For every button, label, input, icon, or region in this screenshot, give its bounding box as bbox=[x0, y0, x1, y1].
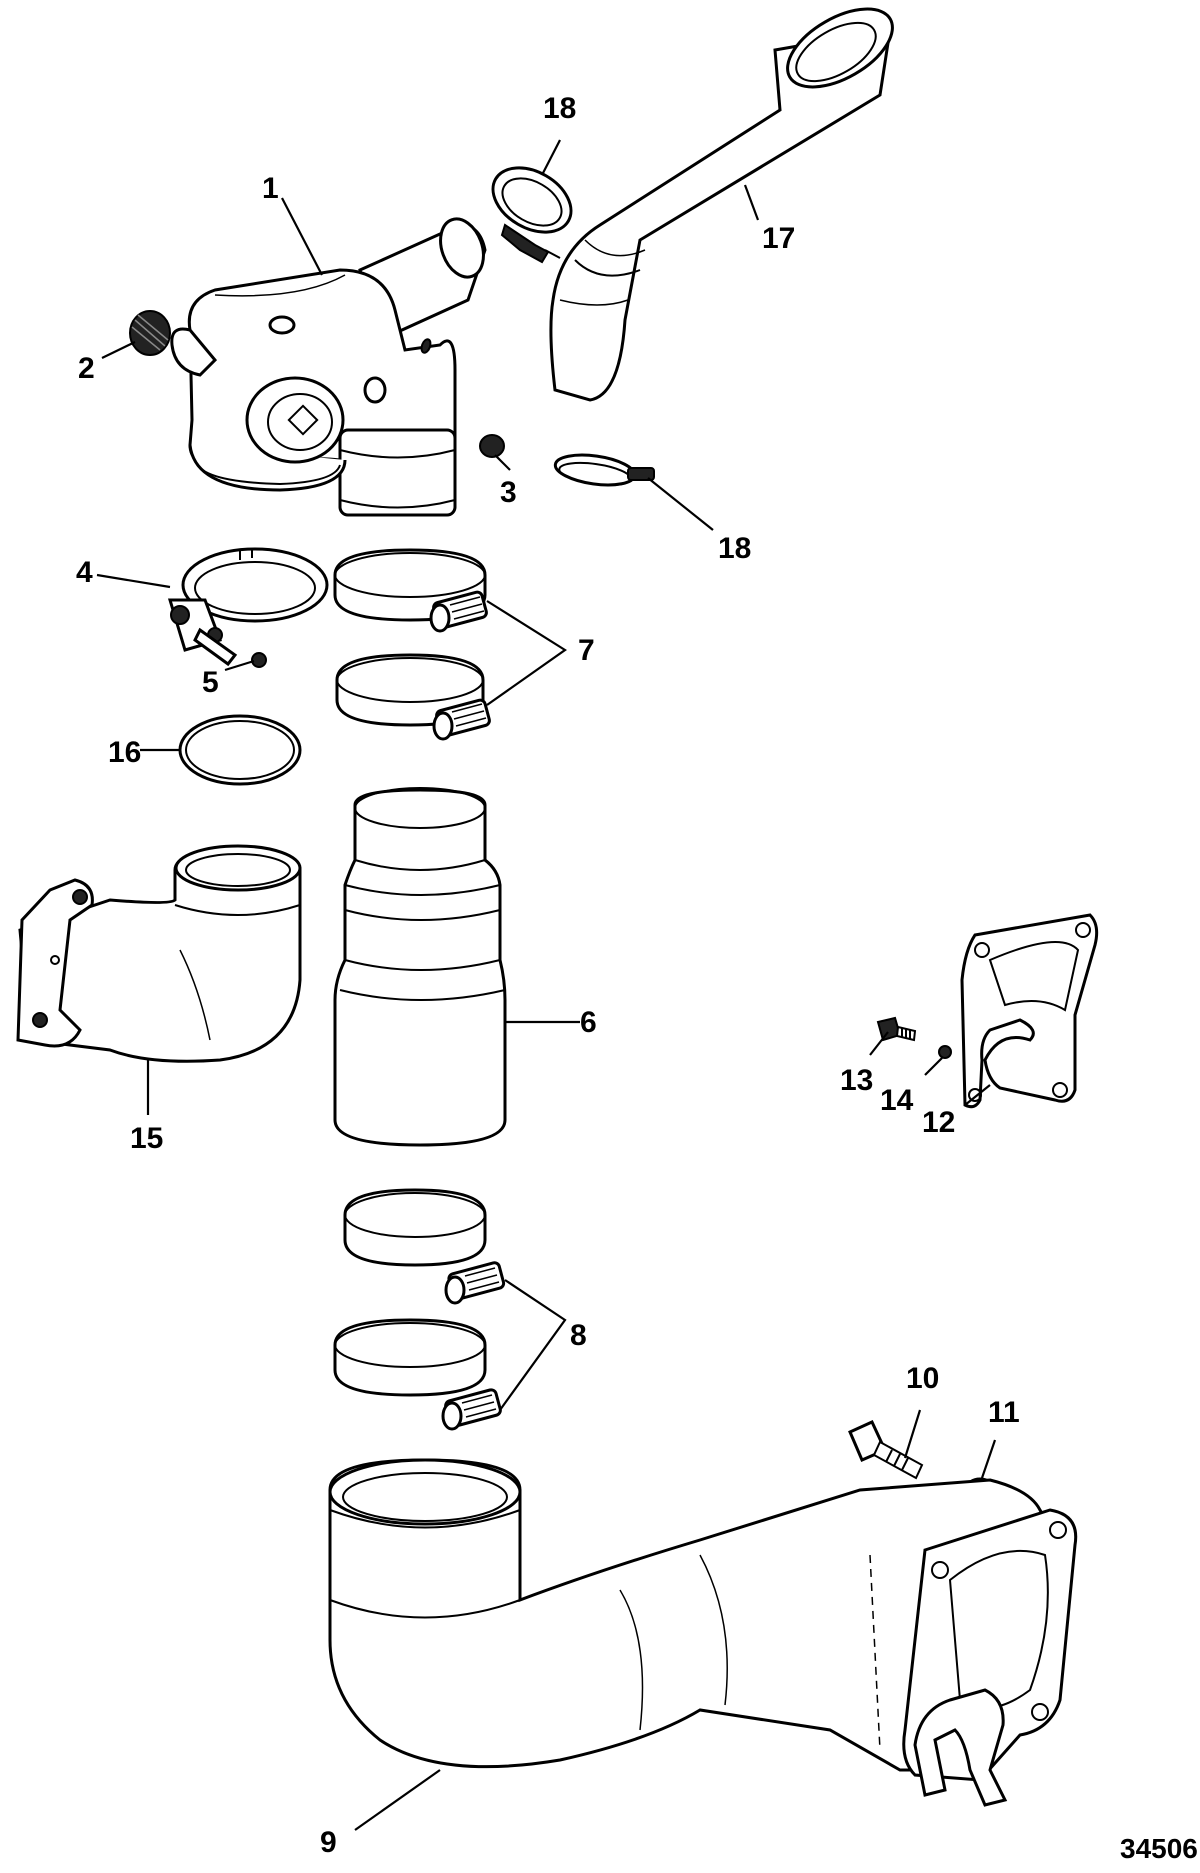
part-12-gasket bbox=[960, 913, 1099, 1109]
part-5-nut bbox=[251, 652, 267, 668]
part-10-bolt bbox=[848, 1420, 924, 1480]
callout-18-lower: 18 bbox=[718, 532, 751, 565]
callout-16: 16 bbox=[108, 736, 141, 769]
callout-14: 14 bbox=[880, 1084, 914, 1117]
callout-12: 12 bbox=[922, 1106, 955, 1139]
leader-lines bbox=[96, 139, 997, 1831]
callout-labels: 1 2 3 4 5 6 7 8 9 10 11 12 13 14 15 16 1… bbox=[76, 92, 1020, 1859]
part-8-hose-clamps bbox=[333, 1188, 506, 1431]
part-3-plug bbox=[479, 434, 505, 458]
part-14-nut bbox=[938, 1045, 952, 1059]
callout-1: 1 bbox=[262, 172, 279, 205]
part-16-o-ring bbox=[178, 714, 302, 786]
callout-7: 7 bbox=[578, 634, 595, 667]
part-18-lower-clamp bbox=[553, 453, 655, 487]
part-13-bolt bbox=[876, 1016, 917, 1042]
callout-9: 9 bbox=[320, 1826, 337, 1859]
callout-5: 5 bbox=[202, 666, 219, 699]
part-7-hose-clamps bbox=[333, 548, 491, 741]
callout-8: 8 bbox=[570, 1319, 587, 1352]
callout-6: 6 bbox=[580, 1006, 597, 1039]
callout-17: 17 bbox=[762, 222, 795, 255]
callout-10: 10 bbox=[906, 1362, 939, 1395]
part-15-elbow bbox=[16, 844, 302, 1063]
part-18-upper-clamp bbox=[491, 166, 573, 264]
figure-number: 34506 bbox=[1120, 1833, 1198, 1864]
part-17-tube bbox=[549, 7, 894, 402]
callout-11: 11 bbox=[988, 1396, 1020, 1429]
part-6-hose bbox=[333, 787, 507, 1147]
callout-2: 2 bbox=[78, 352, 95, 385]
part-9-exhaust-pipe bbox=[328, 1458, 1078, 1807]
callout-15: 15 bbox=[130, 1122, 163, 1155]
part-2-plug bbox=[129, 310, 171, 356]
callout-18-upper: 18 bbox=[543, 92, 576, 125]
callout-4: 4 bbox=[76, 556, 93, 589]
callout-13: 13 bbox=[840, 1064, 873, 1097]
part-4-vband-clamp bbox=[167, 547, 329, 667]
part-1-elbow-housing bbox=[170, 217, 487, 517]
callout-3: 3 bbox=[500, 476, 517, 509]
